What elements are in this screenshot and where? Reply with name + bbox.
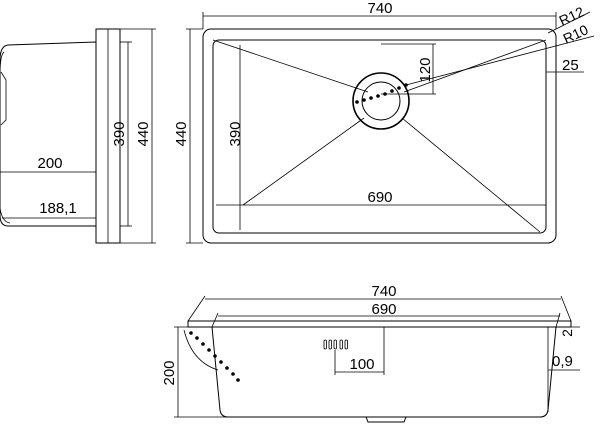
top-dim-740-label: 740 xyxy=(367,0,392,17)
top-view-slope-bl xyxy=(242,117,365,206)
top-view-drain-dots xyxy=(355,83,408,104)
front-dim-200-label: 200 xyxy=(161,360,178,385)
front-view-corner-dots xyxy=(189,331,240,382)
side-view: 390 440 200 188,1 xyxy=(0,28,156,244)
side-view-outline xyxy=(0,41,97,227)
front-dim-09-label: 0,9 xyxy=(552,353,573,370)
top-view-inner-bowl xyxy=(212,39,547,234)
top-view-slope-br xyxy=(401,117,541,233)
side-dim-188-label: 188,1 xyxy=(39,200,77,217)
top-view-radius-leader xyxy=(405,35,595,86)
front-dim-100-label: 100 xyxy=(349,356,374,373)
front-view-drain-stub xyxy=(365,416,407,423)
top-view-slope-tr xyxy=(403,39,547,93)
top-view-drain-outer xyxy=(352,72,410,130)
side-dim-390-label: 390 xyxy=(111,121,128,146)
front-dim-690-ext-l xyxy=(211,312,219,328)
top-view-radius-leader-r12 xyxy=(547,11,591,34)
top-dim-690-label: 690 xyxy=(367,189,392,206)
top-dim-440-label: 440 xyxy=(173,121,190,146)
front-dim-690-ext-r xyxy=(555,312,561,328)
front-view-rim xyxy=(187,320,572,328)
top-view-outer-rim xyxy=(202,28,557,244)
front-view-overflow-slots xyxy=(323,339,348,350)
front-dim-2-label: 2 xyxy=(559,329,575,337)
top-dim-120-label: 120 xyxy=(417,57,434,82)
top-view-slope-tl xyxy=(212,39,369,93)
side-dim-440-label: 440 xyxy=(135,121,152,146)
front-dim-740-label: 740 xyxy=(371,283,396,300)
front-view: 100 740 690 200 2 0,9 xyxy=(161,283,580,423)
front-dim-740-ext-l xyxy=(187,295,206,322)
front-view-corner-arc xyxy=(183,329,219,371)
front-view-bowl xyxy=(211,326,557,418)
side-dim-200-label: 200 xyxy=(37,155,62,172)
top-dim-390-label: 390 xyxy=(227,121,244,146)
front-dim-690-label: 690 xyxy=(371,301,396,318)
top-view-drain-inner xyxy=(361,81,401,121)
side-view-inner-profile xyxy=(0,51,11,224)
top-view: 120 740 690 440 390 R12 R10 25 xyxy=(173,0,595,244)
front-dim-740-ext-r xyxy=(560,295,572,322)
top-dim-25-label: 25 xyxy=(562,57,579,74)
side-view-front-edge xyxy=(0,71,7,126)
